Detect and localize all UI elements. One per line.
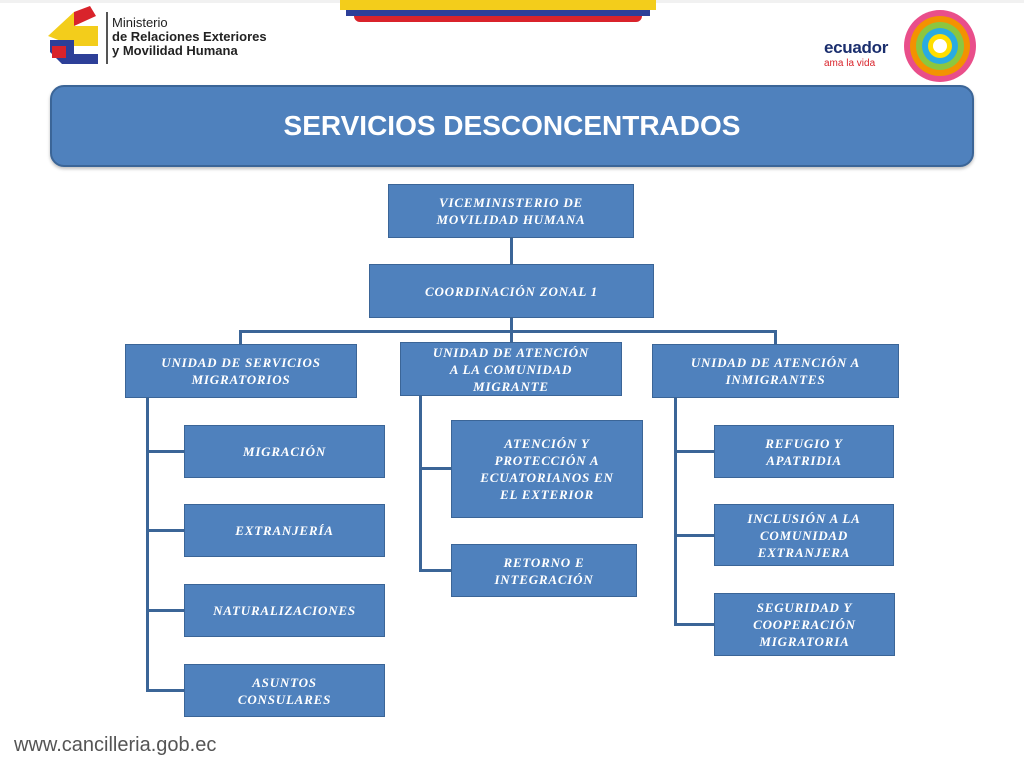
- org-node-unidad-atencion-inmigrantes: UNIDAD DE ATENCIÓN A INMIGRANTES: [652, 344, 899, 398]
- connector-root-coordination: [510, 238, 513, 264]
- ecuador-tagline: ama la vida: [824, 58, 876, 69]
- ministry-line-2: de Relaciones Exteriores: [112, 29, 267, 44]
- org-node-inclusion-comunidad: INCLUSIÓN A LA COMUNIDAD EXTRANJERA: [714, 504, 894, 566]
- org-node-migracion: MIGRACIÓN: [184, 425, 385, 478]
- connector-unit-3-vertical: [674, 398, 677, 626]
- org-node-retorno-integracion: RETORNO E INTEGRACIÓN: [451, 544, 637, 597]
- connector-coordination-down: [510, 318, 513, 332]
- connector-units-horizontal: [239, 330, 777, 333]
- ecuador-brand-logo: ecuador ama la vida: [824, 8, 984, 84]
- ministry-name: Ministerio de Relaciones Exteriores y Mo…: [112, 16, 267, 58]
- connector-unit-1: [239, 330, 242, 344]
- flag-stripe: [340, 0, 656, 22]
- ecuador-sun-icon: [904, 10, 976, 82]
- connector-unit-2: [510, 330, 513, 342]
- org-node-seguridad-cooperacion: SEGURIDAD Y COOPERACIÓN MIGRATORIA: [714, 593, 895, 656]
- ministry-line-3: y Movilidad Humana: [112, 43, 238, 58]
- connector-unit-3: [774, 330, 777, 344]
- org-node-unidad-atencion-comunidad-migrante: UNIDAD DE ATENCIÓN A LA COMUNIDAD MIGRAN…: [400, 342, 622, 396]
- org-node-refugio-apatridia: REFUGIO Y APATRIDIA: [714, 425, 894, 478]
- connector-retorno: [419, 569, 451, 572]
- ecuador-wordmark: ecuador: [824, 38, 889, 57]
- connector-refugio: [674, 450, 714, 453]
- title-banner: SERVICIOS DESCONCENTRADOS: [50, 85, 974, 167]
- page-title: SERVICIOS DESCONCENTRADOS: [283, 110, 741, 141]
- org-node-asuntos-consulares: ASUNTOS CONSULARES: [184, 664, 385, 717]
- connector-unit-2-vertical: [419, 396, 422, 572]
- org-node-viceministerio: VICEMINISTERIO DE MOVILIDAD HUMANA: [388, 184, 634, 238]
- org-node-extranjeria: EXTRANJERÍA: [184, 504, 385, 557]
- connector-extranjeria: [146, 529, 184, 532]
- org-node-unidad-servicios-migratorios: UNIDAD DE SERVICIOS MIGRATORIOS: [125, 344, 357, 398]
- connector-atencion-proteccion: [419, 467, 451, 470]
- connector-unit-1-vertical: [146, 398, 149, 692]
- org-node-coordinacion-zonal: COORDINACIÓN ZONAL 1: [369, 264, 654, 318]
- org-node-naturalizaciones: NATURALIZACIONES: [184, 584, 385, 637]
- ministry-logo: Ministerio de Relaciones Exteriores y Mo…: [44, 6, 284, 68]
- ministry-logo-divider: [106, 12, 108, 64]
- connector-asuntos-consulares: [146, 689, 184, 692]
- org-node-atencion-proteccion: ATENCIÓN Y PROTECCIÓN A ECUATORIANOS EN …: [451, 420, 643, 518]
- footer-url: www.cancilleria.gob.ec: [14, 734, 217, 756]
- connector-inclusion: [674, 534, 714, 537]
- connector-naturalizaciones: [146, 609, 184, 612]
- connector-seguridad: [674, 623, 714, 626]
- connector-migracion: [146, 450, 184, 453]
- ministry-arrow-icon: [48, 6, 98, 64]
- ministry-line-1: Ministerio: [112, 15, 168, 30]
